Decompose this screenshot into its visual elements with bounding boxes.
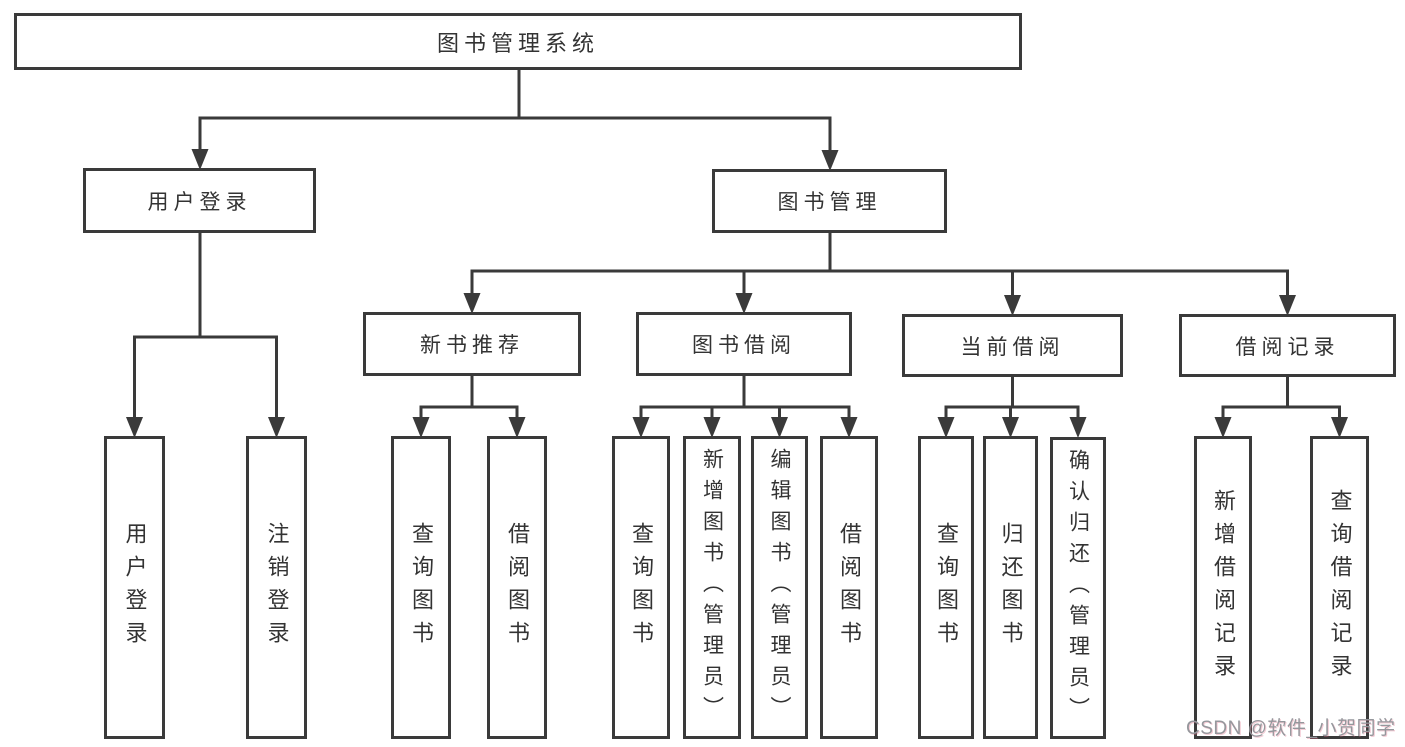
leaf-label: 新增借阅记录: [1211, 488, 1236, 687]
leaf-label: 注销登录: [264, 521, 290, 654]
leaf-query-books-current: 查询图书: [918, 436, 974, 739]
leaf-label: 查询图书: [409, 521, 434, 654]
leaf-label: 归还图书: [998, 521, 1024, 654]
node-current-borrowing: 当前借阅: [902, 314, 1123, 377]
node-label: 借阅记录: [1235, 335, 1340, 359]
node-label: 图书管理系统: [436, 30, 599, 56]
leaf-label: 查询借阅记录: [1327, 488, 1353, 687]
node-label: 新书推荐: [420, 334, 524, 357]
leaf-query-books-borrowing: 查询图书: [612, 436, 670, 739]
node-label: 图书管理: [777, 191, 882, 214]
node-borrowing-records: 借阅记录: [1179, 314, 1396, 377]
node-label: 图书借阅: [692, 334, 796, 357]
leaf-query-books-recommend: 查询图书: [391, 436, 451, 739]
node-user-login: 用户登录: [83, 168, 316, 233]
leaf-edit-book-admin: 编辑图书（管理员）: [751, 436, 808, 739]
node-label: 当前借阅: [960, 335, 1065, 359]
leaf-label: 借阅图书: [505, 521, 530, 654]
leaf-label: 借阅图书: [837, 521, 862, 654]
arrowheads: [126, 149, 1348, 438]
leaf-confirm-return-admin: 确认归还（管理员）: [1050, 437, 1106, 739]
node-label: 用户登录: [147, 190, 252, 214]
leaf-label: 新增图书（管理员）: [700, 448, 724, 727]
leaf-return-book: 归还图书: [983, 436, 1038, 739]
leaf-label: 确认归还（管理员）: [1066, 448, 1090, 728]
leaf-label: 查询图书: [934, 521, 959, 654]
node-book-management: 图书管理: [712, 169, 947, 233]
leaf-query-borrow-record: 查询借阅记录: [1310, 436, 1369, 739]
leaf-borrow-books-borrowing: 借阅图书: [820, 436, 878, 739]
connector-paths: [133, 68, 1341, 424]
leaf-label: 编辑图书（管理员）: [768, 448, 791, 727]
leaf-label: 用户登录: [122, 521, 148, 654]
node-book-borrowing: 图书借阅: [636, 312, 852, 376]
leaf-label: 查询图书: [629, 521, 654, 654]
leaf-add-borrow-record: 新增借阅记录: [1194, 436, 1252, 739]
leaf-add-book-admin: 新增图书（管理员）: [683, 436, 741, 739]
watermark: CSDN @软件_小贺同学: [1186, 718, 1396, 739]
leaf-user-login: 用户登录: [104, 436, 165, 739]
node-new-book-recommend: 新书推荐: [363, 312, 581, 376]
leaf-logout-login: 注销登录: [246, 436, 307, 739]
node-library-management-system: 图书管理系统: [14, 13, 1022, 70]
leaf-borrow-books-recommend: 借阅图书: [487, 436, 547, 739]
